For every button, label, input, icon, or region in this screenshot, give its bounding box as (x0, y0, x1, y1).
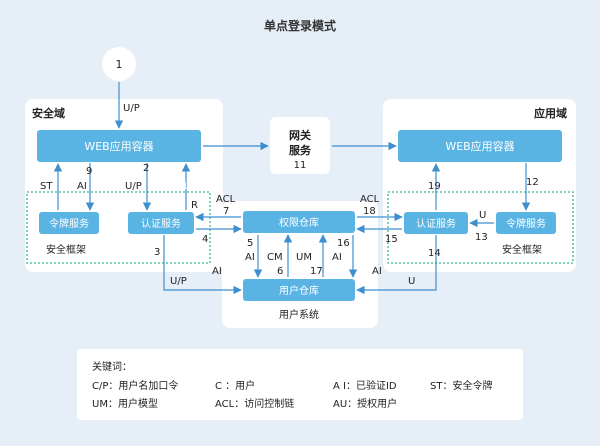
edge-label-18: 18 (363, 206, 376, 217)
edge-label-7: 7 (223, 206, 229, 217)
edge-label-4: 4 (202, 234, 208, 245)
edge-label-acl-right: ACL (360, 194, 380, 205)
edge-label-cm: CM (267, 252, 283, 263)
edge-label-st: ST (40, 181, 53, 192)
gateway-label-line2: 服务 (289, 143, 312, 157)
legend-item-ai: A I：已验证ID (333, 379, 397, 392)
security-web-container-label: WEB应用容器 (84, 139, 153, 153)
arrow-3-auth-to-user-repo (163, 235, 242, 295)
legend-box (77, 349, 523, 420)
application-domain-label: 应用域 (534, 106, 567, 120)
security-auth-service-label: 认证服务 (141, 217, 181, 230)
gateway-number: 11 (294, 160, 307, 171)
legend-item-cp: C/P：用户名加口令 (92, 379, 178, 392)
diagram-title: 单点登录模式 (264, 18, 336, 33)
arrow-14-app-auth-to-user-repo (356, 235, 437, 295)
edge-label-9: 9 (86, 166, 92, 177)
permission-repository-label: 权限仓库 (279, 216, 319, 229)
edge-label-u-bottom: U (408, 276, 415, 287)
edge-label-up-in: U/P (123, 103, 140, 114)
edge-label-5: 5 (247, 238, 253, 249)
user-circle (102, 47, 136, 81)
edge-label-15: 15 (385, 234, 398, 245)
legend-item-acl: ACL：访问控制链 (215, 397, 294, 410)
edge-label-12: 12 (526, 177, 539, 188)
edge-label-ai-5: AI (245, 252, 255, 263)
edge-label-ai-acl: AI+ACL (152, 181, 190, 192)
legend-item-st: ST：安全令牌 (430, 379, 492, 392)
edge-label-14: 14 (428, 248, 441, 259)
edge-label-ai-bottom-left: AI (212, 266, 222, 277)
legend-heading: 关键词： (92, 360, 132, 373)
edge-label-13: 13 (475, 232, 488, 243)
legend-item-c: C ：用户 (215, 379, 255, 392)
edge-label-r: R (191, 200, 198, 211)
edge-label-acl-left: ACL (216, 194, 236, 205)
gateway-panel (270, 117, 330, 174)
application-framework-frame (387, 191, 574, 264)
application-web-container-label: WEB应用容器 (445, 139, 514, 153)
edge-label-6: 6 (277, 266, 283, 277)
legend-item-um: UM：用户模型 (92, 397, 158, 410)
application-token-service (496, 212, 556, 234)
application-framework-label: 安全框架 (502, 243, 542, 256)
edge-label-um: UM (296, 252, 312, 263)
edge-label-3: 3 (154, 247, 160, 258)
edge-label-au-acl: AU+ACL (456, 181, 498, 192)
legend-item-au: AU：授权用户 (333, 397, 397, 410)
edge-label-ai-bottom-right: AI (372, 266, 382, 277)
security-domain-label: 安全域 (32, 106, 65, 120)
edge-label-ai-left: AI (77, 181, 87, 192)
security-token-service (39, 212, 99, 234)
user-repository (243, 279, 355, 301)
permission-repository (243, 211, 355, 233)
security-auth-service (128, 212, 194, 234)
edge-label-19: 19 (428, 181, 441, 192)
application-auth-service-label: 认证服务 (416, 217, 456, 230)
edge-label-u-right: U (479, 210, 486, 221)
user-system-label: 用户系统 (279, 308, 319, 321)
edge-label-up-bottom: U/P (170, 276, 187, 287)
edge-label-2: 2 (143, 163, 149, 174)
edge-label-17: 17 (310, 266, 323, 277)
application-web-container (398, 130, 562, 162)
edge-label-16: 16 (337, 238, 350, 249)
security-token-service-label: 令牌服务 (49, 217, 89, 230)
security-web-container (37, 130, 201, 162)
user-repository-label: 用户仓库 (279, 284, 319, 297)
edge-label-ai-16: AI (332, 252, 342, 263)
edge-label-up-left: U/P (125, 181, 142, 192)
application-auth-service (404, 212, 468, 234)
security-framework-frame (26, 191, 211, 264)
gateway-label-line1: 网关 (289, 128, 311, 142)
user-circle-number: 1 (116, 58, 123, 71)
security-framework-label: 安全框架 (46, 243, 86, 256)
application-token-service-label: 令牌服务 (506, 217, 546, 230)
